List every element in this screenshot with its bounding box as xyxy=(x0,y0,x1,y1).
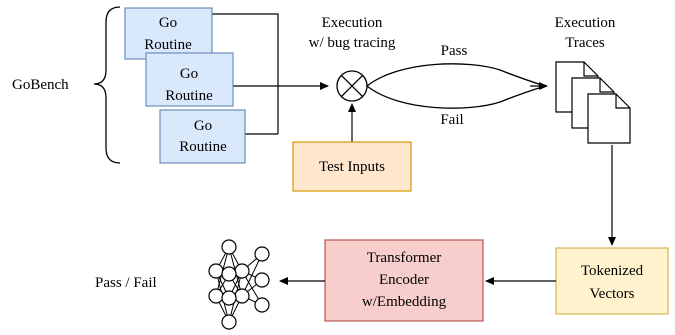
test-inputs-box: Test Inputs xyxy=(292,141,412,192)
pass-path xyxy=(366,63,546,87)
nn-node xyxy=(221,290,237,306)
transformer-encoder-box: Transformer Encoder w/Embedding xyxy=(324,239,484,322)
tokenized-vectors-box: Tokenized Vectors xyxy=(555,247,669,315)
nn-connection xyxy=(241,253,263,297)
go-routine-1-line1: Go xyxy=(159,15,177,31)
nn-node xyxy=(254,272,270,288)
fail-path xyxy=(366,85,546,109)
nn-node xyxy=(234,288,250,304)
output-label: Pass / Fail xyxy=(95,275,157,291)
pass-label: Pass xyxy=(441,43,468,59)
routine1-line xyxy=(212,13,279,86)
gobench-brace xyxy=(93,6,121,164)
nn-node xyxy=(254,297,270,313)
go-routine-1-line2: Routine xyxy=(144,37,192,53)
go-routine-3-line2: Routine xyxy=(179,139,227,155)
nn-node xyxy=(221,239,237,255)
gobench-label: GoBench xyxy=(12,77,69,93)
nn-node xyxy=(208,288,224,304)
execution-label-1: Execution xyxy=(322,15,383,31)
traces-label-1: Execution xyxy=(555,15,616,31)
fail-label: Fail xyxy=(440,112,463,128)
nn-node xyxy=(254,246,270,262)
go-routine-box-3: Go Routine xyxy=(159,109,246,164)
go-routine-box-1: Go Routine xyxy=(124,7,213,60)
neural-network-icon xyxy=(208,239,270,330)
go-routine-box-2: Go Routine xyxy=(145,52,234,107)
execution-label-2: w/ bug tracing xyxy=(309,35,396,51)
go-routine-2-line2: Routine xyxy=(165,88,213,104)
tokenized-label-1: Tokenized xyxy=(581,263,644,279)
nn-node xyxy=(208,263,224,279)
go-routine-2-line1: Go xyxy=(180,66,198,82)
nn-node xyxy=(221,266,237,282)
transformer-label-1: Transformer xyxy=(367,250,441,266)
test-inputs-label: Test Inputs xyxy=(319,159,385,175)
transformer-label-2: Encoder xyxy=(379,272,429,288)
tokenized-label-2: Vectors xyxy=(590,286,635,302)
transformer-label-3: w/Embedding xyxy=(362,294,447,310)
nn-node xyxy=(221,314,237,330)
traces-label-2: Traces xyxy=(565,35,605,51)
document-stack-icon xyxy=(555,61,631,144)
go-routine-3-line1: Go xyxy=(194,118,212,134)
nn-node xyxy=(234,263,250,279)
execution-node-icon xyxy=(336,70,368,102)
